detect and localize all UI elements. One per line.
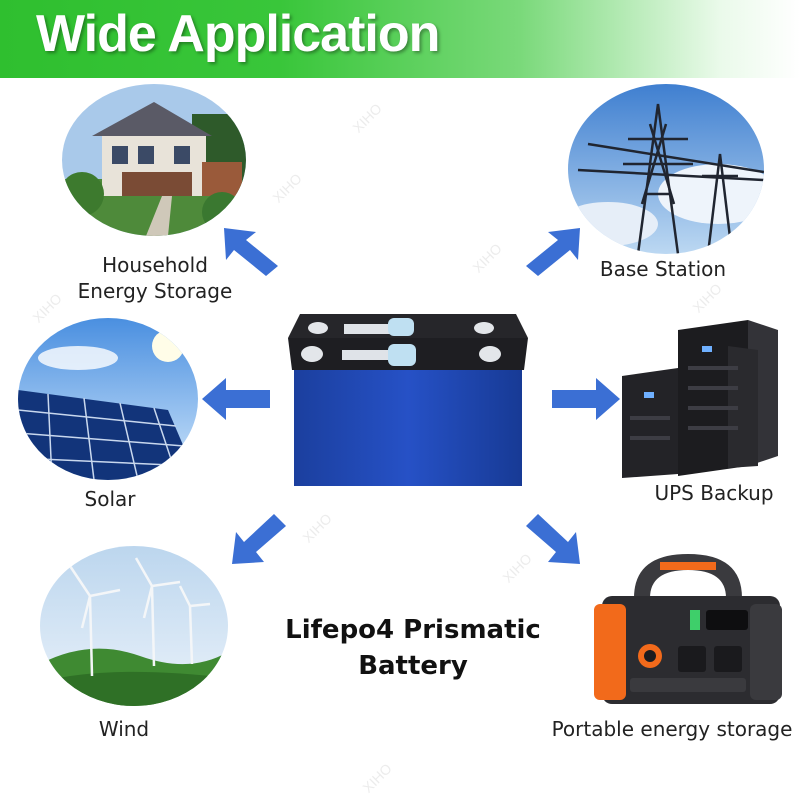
household-label-line2: Energy Storage (77, 279, 233, 303)
arrow-to-household-icon (224, 228, 278, 276)
base-station-label: Base Station (599, 257, 727, 281)
solar-label: Solar (84, 487, 136, 511)
product-title-line2: Battery (358, 651, 468, 681)
portable-label: Portable energy storage (551, 717, 793, 741)
watermark: XIHO (469, 240, 505, 276)
arrow-to-solar-icon (202, 378, 270, 420)
house-photo-icon (62, 84, 246, 236)
power-station-photo-icon (590, 548, 786, 710)
watermark: XIHO (689, 280, 725, 316)
banner-title: Wide Application (36, 5, 440, 63)
arrow-to-base-station-icon (526, 228, 580, 276)
arrow-to-ups-icon (552, 378, 620, 420)
watermark: XIHO (359, 760, 395, 796)
server-rack-photo-icon (618, 316, 788, 478)
arrow-to-portable-icon (526, 514, 580, 564)
product-title: Lifepo4 Prismatic Battery (270, 612, 556, 684)
solar-panel-photo-icon (18, 318, 198, 480)
wind-label: Wind (98, 717, 150, 741)
watermark: XIHO (29, 290, 65, 326)
product-title-line1: Lifepo4 Prismatic (285, 615, 541, 645)
arrow-to-wind-icon (232, 514, 286, 564)
watermark: XIHO (349, 100, 385, 136)
household-label-line1: Household (102, 253, 208, 277)
ups-label: UPS Backup (654, 481, 774, 505)
battery-cell-image (284, 312, 532, 488)
wind-turbine-photo-icon (40, 546, 228, 706)
header-banner: Wide Application (0, 0, 800, 78)
watermark: XIHO (299, 510, 335, 546)
watermark: XIHO (269, 170, 305, 206)
power-tower-photo-icon (568, 84, 764, 254)
household-label: Household Energy Storage (70, 252, 240, 304)
